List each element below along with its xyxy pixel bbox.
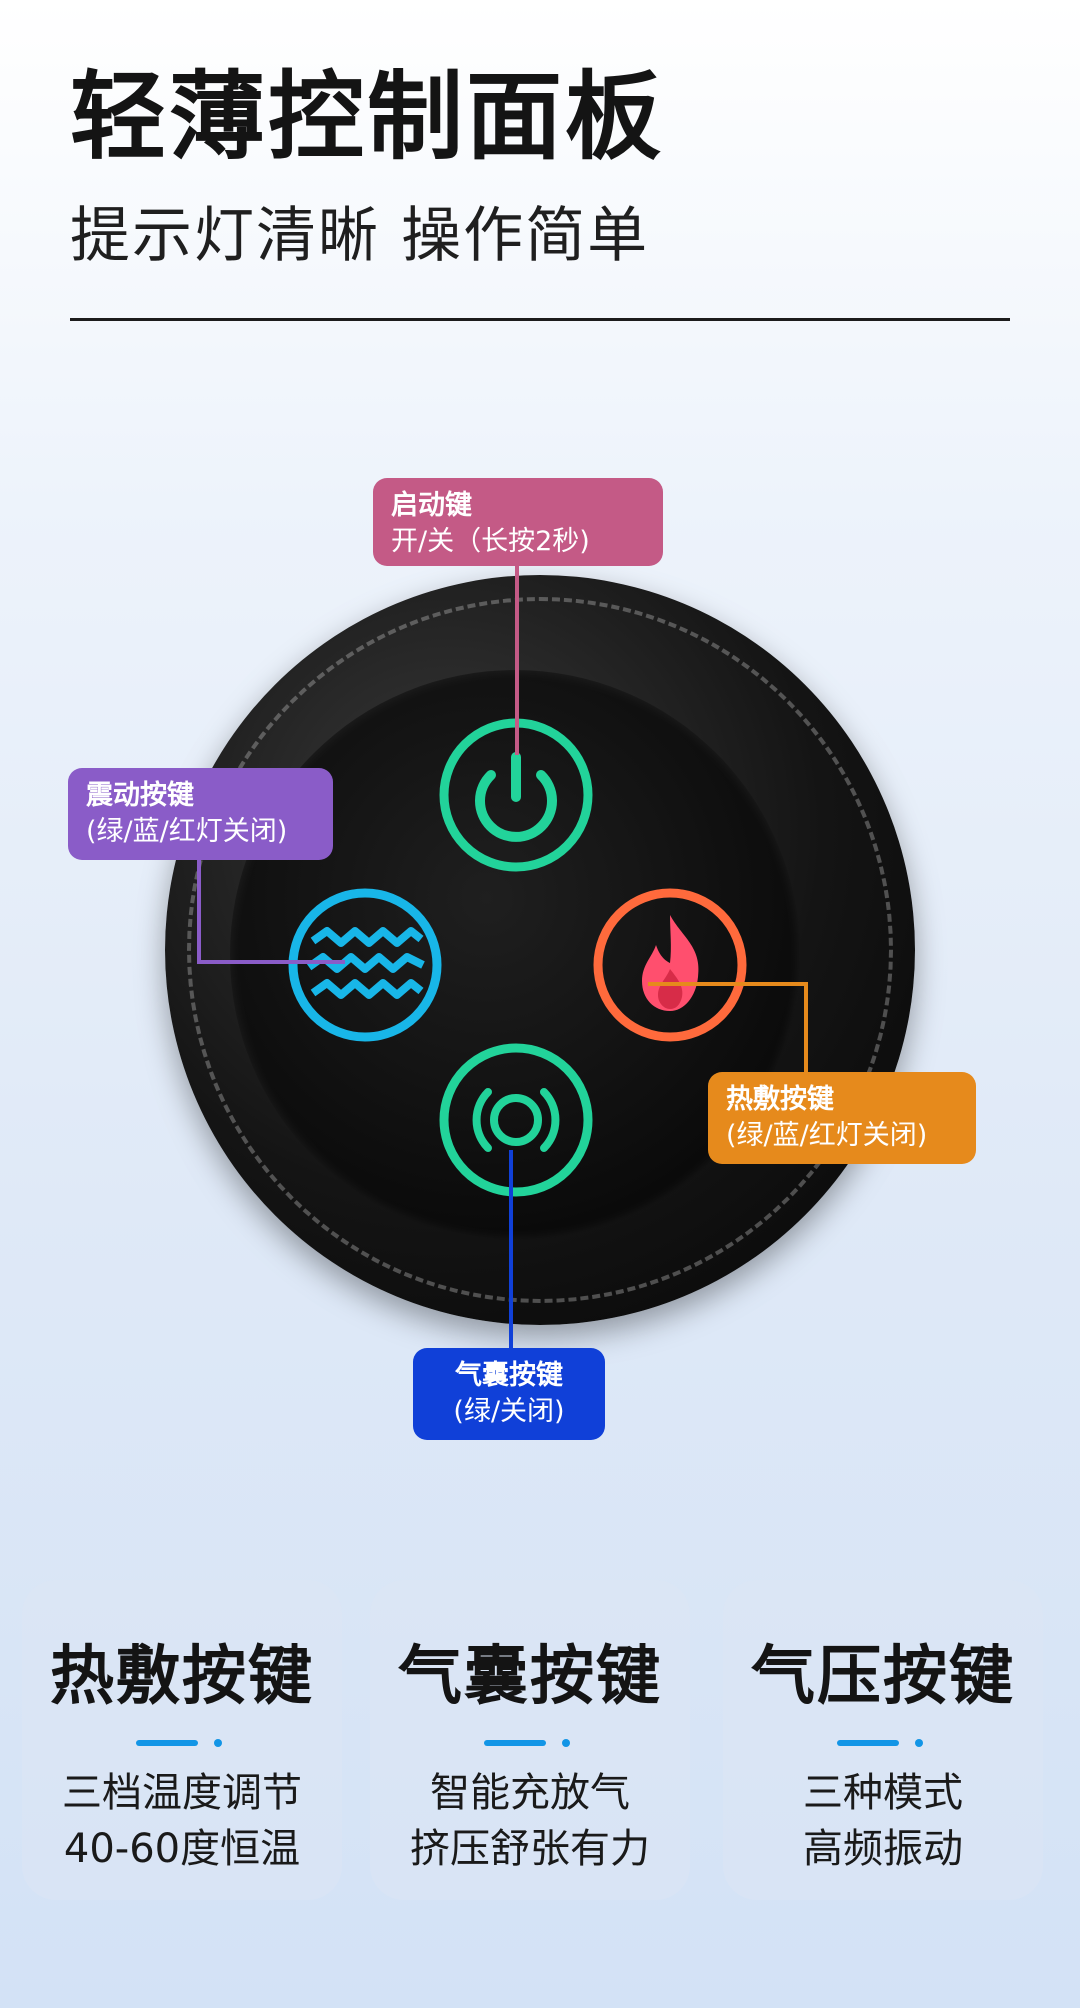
feature-card-heat: 热敷按键 三档温度调节 40-60度恒温 <box>22 1580 342 1900</box>
feature-card-title: 气压按键 <box>751 1640 1015 1714</box>
airbag-callout-desc: (绿/关闭) <box>453 1396 565 1428</box>
card-accent-mark <box>136 1738 228 1748</box>
page-subtitle: 提示灯清晰 操作简单 <box>70 201 650 271</box>
heat-callout-line-v <box>804 982 808 1072</box>
vibration-callout-title: 震动按键 <box>86 780 194 811</box>
device-stitching <box>187 597 893 1303</box>
feature-card-desc-line2: 40-60度恒温 <box>63 1826 301 1872</box>
airbag-callout: 气囊按键 (绿/关闭) <box>413 1348 605 1440</box>
heat-button[interactable] <box>590 885 750 1045</box>
airbag-icon <box>439 1043 593 1197</box>
power-callout-line <box>515 565 519 755</box>
feature-card-desc-line1: 三档温度调节 <box>62 1770 302 1816</box>
feature-card-title: 热敷按键 <box>50 1640 314 1714</box>
feature-card-title: 气囊按键 <box>398 1640 662 1714</box>
feature-card-desc-line2: 高频振动 <box>803 1826 963 1872</box>
feature-card-desc-line1: 三种模式 <box>803 1770 963 1816</box>
feature-card-desc: 三种模式 高频振动 <box>723 1765 1043 1877</box>
vibration-callout-desc: (绿/蓝/红灯关闭) <box>86 816 288 848</box>
power-callout-desc: 开/关（长按2秒) <box>391 526 590 558</box>
feature-card-desc-line1: 智能充放气 <box>430 1770 630 1816</box>
power-callout: 启动键 开/关（长按2秒) <box>373 478 663 566</box>
heat-callout: 热敷按键 (绿/蓝/红灯关闭) <box>708 1072 976 1164</box>
flame-icon <box>593 888 747 1042</box>
feature-card-pressure: 气压按键 三种模式 高频振动 <box>723 1580 1043 1900</box>
heat-callout-desc: (绿/蓝/红灯关闭) <box>726 1120 928 1152</box>
page-title: 轻薄控制面板 <box>70 61 664 173</box>
wave-icon <box>288 888 442 1042</box>
card-accent-mark <box>484 1738 576 1748</box>
feature-card-desc-line2: 挤压舒张有力 <box>410 1826 650 1872</box>
vibration-callout: 震动按键 (绿/蓝/红灯关闭) <box>68 768 333 860</box>
feature-card-airbag: 气囊按键 智能充放气 挤压舒张有力 <box>370 1580 690 1900</box>
card-accent-mark <box>837 1738 929 1748</box>
heat-callout-line-h <box>648 982 806 986</box>
airbag-callout-line <box>509 1150 513 1348</box>
heat-callout-title: 热敷按键 <box>726 1084 834 1115</box>
airbag-button[interactable] <box>436 1040 596 1200</box>
divider <box>70 318 1010 321</box>
vibration-callout-line-h <box>197 960 345 964</box>
feature-card-desc: 智能充放气 挤压舒张有力 <box>370 1765 690 1877</box>
feature-card-desc: 三档温度调节 40-60度恒温 <box>22 1765 342 1877</box>
vibration-callout-line-v <box>197 860 201 962</box>
airbag-callout-title: 气囊按键 <box>455 1360 563 1391</box>
vibration-button[interactable] <box>285 885 445 1045</box>
power-callout-title: 启动键 <box>391 490 472 521</box>
